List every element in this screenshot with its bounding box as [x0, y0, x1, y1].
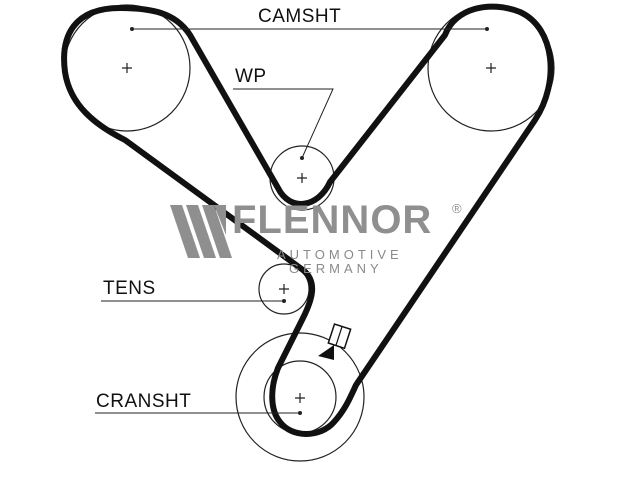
tensioner-label: TENS — [103, 278, 156, 299]
logo-subtitle-line1: AUTOMOTIVE — [277, 247, 403, 262]
leader-lines — [95, 28, 487, 414]
logo-subtitle-line2: GERMANY — [289, 261, 383, 276]
leader-dots — [130, 27, 489, 415]
crankshaft-pulley-outer — [235, 332, 365, 462]
timing-mark — [318, 323, 352, 360]
flennor-logo-mark — [170, 205, 232, 258]
brand-logo-text: FLENNOR — [232, 198, 433, 242]
camshaft-label: CAMSHT — [258, 6, 342, 27]
water-pump-label: WP — [235, 66, 267, 87]
tensioner-pulley — [258, 263, 310, 315]
center-marks — [122, 63, 496, 403]
timing-belt — [61, 3, 554, 437]
crankshaft-label: CRANSHT — [96, 391, 192, 412]
registered-mark: ® — [452, 201, 462, 216]
